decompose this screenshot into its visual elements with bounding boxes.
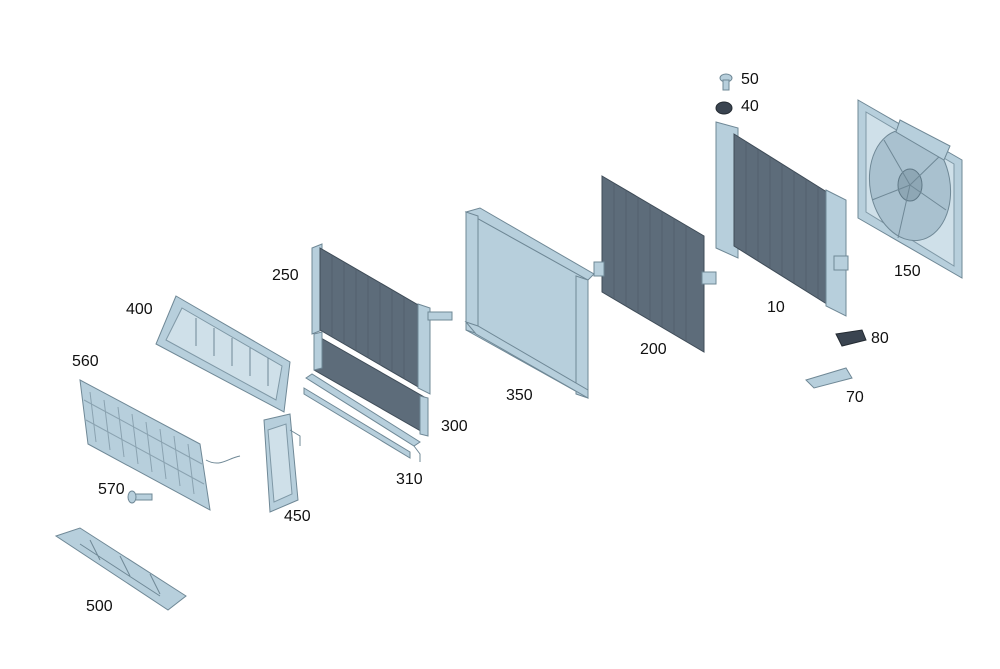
part-150-fan-shroud (857, 99, 963, 279)
part-560-grille (79, 379, 241, 511)
part-40-cap (715, 101, 733, 115)
callout-450: 450 (284, 508, 311, 525)
callout-150: 150 (894, 263, 921, 280)
part-50-bleed-screw (719, 73, 733, 91)
callout-400: 400 (126, 301, 153, 318)
callout-570: 570 (98, 481, 125, 498)
callout-200: 200 (640, 341, 667, 358)
part-80-cap (835, 329, 867, 347)
part-350-frame (464, 207, 595, 399)
callout-310: 310 (396, 471, 423, 488)
part-570-screw (127, 490, 153, 504)
callout-350: 350 (506, 387, 533, 404)
callout-560: 560 (72, 353, 99, 370)
part-310-tube (303, 373, 421, 462)
part-500-panel (54, 527, 187, 611)
callout-40: 40 (741, 98, 759, 115)
part-70-bracket (805, 367, 853, 389)
callout-500: 500 (86, 598, 113, 615)
callout-80: 80 (871, 330, 889, 347)
callout-250: 250 (272, 267, 299, 284)
callout-70: 70 (846, 389, 864, 406)
part-300-cooler (313, 331, 429, 437)
part-450-air-duct (263, 413, 301, 513)
callout-50: 50 (741, 71, 759, 88)
part-400-air-guide (155, 295, 291, 413)
callout-10: 10 (767, 299, 785, 316)
callout-300: 300 (441, 418, 468, 435)
part-250-radiator (311, 243, 453, 395)
part-10-radiator (715, 121, 849, 317)
part-200-condenser (593, 175, 717, 353)
